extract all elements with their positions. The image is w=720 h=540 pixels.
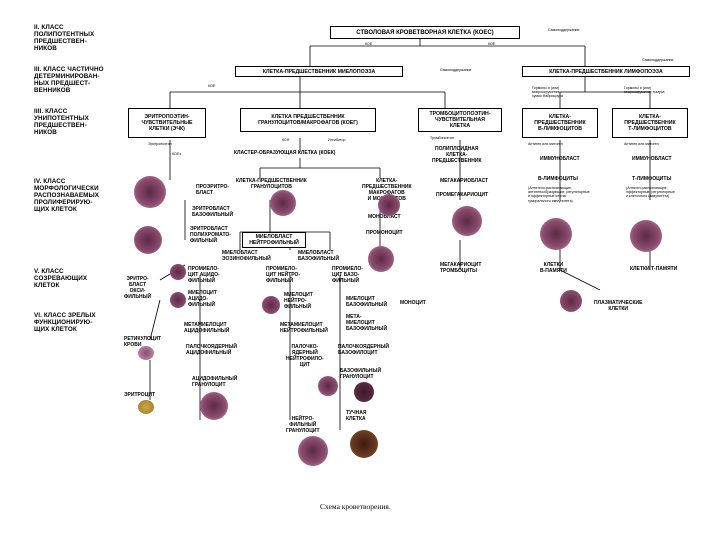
immunoblast-t-label: ИММУНОБЛАСТ [632,156,672,162]
plasma-cells-label: ПЛАЗМАТИЧЕСКИЕ КЛЕТКИ [594,300,643,312]
erythroblast-basophilic-label: ЭРИТРОБЛАСТ БАЗОФИЛЬНЫЙ [192,206,234,218]
koe-note-myelo: КОЕ [208,84,216,88]
acidophilic-granulocyte-cell [200,392,228,420]
plasma-cell [560,290,582,312]
myelocyte-neutrophilic-label: МИЕЛОЦИТ НЕЙТРО- ФИЛЬНЫЙ [284,292,313,310]
erythropoietin-sensitive-box: ЭРИТРОПОЭТИН- ЧУВСТВИТЕЛЬНЫЕ КЛЕТКИ (ЭЧК… [128,108,206,138]
granulocyte-precursor-label: КЛЕТКА-ПРЕДШЕСТВЕННИК ГРАНУЛОЦИТОВ [236,178,307,190]
koe-e-note: КОЕэ [172,152,182,156]
basophilic-granulocyte-cell [354,382,374,402]
koe-note-right: КОЕ [488,42,496,46]
stem-cell-box: СТВОЛОВАЯ КРОВЕТВОРНАЯ КЛЕТКА (КОЕс) [330,26,520,39]
myeloblast-neutrophilic-box: МИЕЛОБЛАСТ НЕЙТРОФИЛЬНЫЙ [242,232,306,248]
acidophilic-granulocyte-label: АЦИДОФИЛЬНЫЙ ГРАНУЛОЦИТ [192,376,238,388]
myelocyte-basophilic-label: МИЕЛОЦИТ БАЗОФИЛЬНЫЙ [346,296,388,308]
t-lymphocyte-function-note: (Антиген-распознающие, эффекторные, регу… [626,186,675,199]
myeloblast-basophilic-label: МИЕЛОБЛАСТ БАЗОФИЛЬНЫЙ [298,250,340,262]
cluster-forming-cell-label: КЛАСТЕР-ОБРАЗУЮЩАЯ КЛЕТКА (КОЕк) [234,150,336,156]
band-neutrophil-cell [318,376,338,396]
megakaryocyte-cell [452,206,482,236]
promyelocyte-neutrophilic-label: ПРОМИЕЛО- ЦИТ НЕЙТРО- ФИЛЬНЫЙ [266,266,301,284]
class-label-unipotent: IIII. КЛАСС УНИПОТЕНТНЫХ ПРЕДШЕСТВЕН- НИ… [34,108,89,136]
b-lymphocyte-cell [540,218,572,250]
hormones-t-note: Гормоны и (или) микроокружение тимуса [624,86,665,95]
proerythroblast-cell [134,176,166,208]
monoblast-label: МОНОБЛАСТ [368,214,401,220]
erythroblast-oxyphilic-label: ЭРИТРО- БЛАСТ ОКСИ- ФИЛЬНЫЙ [124,276,152,300]
myelocyte-acidophilic-label: МИЕЛОЦИТ АЦИДО- ФИЛЬНЫЙ [188,290,217,308]
t-lymphocyte-precursor-box: КЛЕТКА- ПРЕДШЕСТВЕННИК Т-ЛИМФОЦИТОВ [612,108,688,138]
band-acidophilic-label: ПАЛОЧКОЯДЕРНЫЙ АЦИДОФИЛЬНЫЙ [186,344,237,356]
ksf-note: КСФ [282,138,290,142]
t-memory-cells-label: КЛЕТКИ Т-ПАМЯТИ [630,266,678,272]
reticulocyte-cell [138,346,154,360]
promyelocyte-cell [170,292,186,308]
reticulocyte-label: РЕТИКУЛОЦИТ КРОВИ [124,336,162,348]
antigen-b-note: Антиген или митоген [528,142,563,146]
granulocyte-precursor-cell [270,190,296,216]
mast-cell-label: ТУЧНАЯ КЛЕТКА [346,410,367,422]
thrombopoietin-sensitive-box: ТРОМБОЦИТОПОЭТИН- ЧУВСТВИТЕЛЬНАЯ КЛЕТКА [418,108,502,132]
band-basophilic-label: ПАЛОЧКОЯДЕРНЫЙ БАЗОФИЛОЦИТ [338,344,389,356]
t-lymphocyte-cell [630,220,662,252]
erythroblast-cell [134,226,162,254]
self-renewal-note-myelo: Самоподдержание [440,68,472,72]
megakaryocyte-label: МЕГАКАРИОЦИТ ТРОМБОЦИТЫ [440,262,482,274]
t-lymphocytes-label: Т-ЛИМФОЦИТЫ [632,176,672,182]
megakaryoblast-label: МЕГАКАРИОБЛАСТ [440,178,489,184]
inhibitor-note: Ингибитор [328,138,346,142]
class-label-morphologically-recognizable: IV. КЛАСС МОРФОЛОГИЧЕСКИ РАСПОЗНАВАЕМЫХ … [34,178,100,213]
metamyelocyte-basophilic-label: МЕТА- МИЕЛОЦИТ БАЗОФИЛЬНЫЙ [346,314,388,332]
erythrocyte-label: ЭРИТРОЦИТ [124,392,155,398]
thrombopoietin-note: Тромбопоэтин [430,136,454,140]
band-neutrophilic-label: ПАЛОЧКО- ЯДЕРНЫЙ НЕЙТРОФИЛО- ЦИТ [286,344,324,368]
metamyelocyte-acidophilic-label: МЕТАМИЕЛОЦИТ АЦИДОФИЛЬНЫЙ [184,322,230,334]
monoblast-cell [368,246,394,272]
class-label-mature: VI. КЛАСС ЗРЕЛЫХ ФУНКЦИОНИРУЮ- ЩИХ КЛЕТО… [34,312,96,333]
erythroblast-oxyphilic-cell [170,264,186,280]
lymphopoiesis-precursor-box: КЛЕТКА-ПРЕДШЕСТВЕННИК ЛИМФОПОЭЗА [522,66,690,77]
antigen-t-note: Антиген или митоген [624,142,659,146]
hormones-b-note: Гормоны и (или) микроокружение сумки Фаб… [532,86,564,99]
erythrocyte-cell [138,400,154,414]
promegakaryocyte-label: ПРОМЕГАКАРИОЦИТ [436,192,489,198]
figure-caption: Схема кроветворения. [320,502,391,511]
promonocyte-label: ПРОМОНОЦИТ [366,230,403,236]
proerythroblast-label: ПРОЭРИТРО- БЛАСТ [196,184,230,196]
mast-cell [350,430,378,458]
metamyelocyte-neutrophilic-label: МЕТАМИЕЛОЦИТ НЕЙТРОФИЛЬНЫЙ [280,322,328,334]
neutrophilic-granulocyte-label: НЕЙТРО- ФИЛЬНЫЙ ГРАНУЛОЦИТ [286,416,320,434]
neutrophilic-granulocyte-cell [298,436,328,466]
koe-note-left: КОЕ [365,42,373,46]
myeloblast-eosinophilic-label: МИЕЛОБЛАСТ ЭОЗИНОФИЛЬНЫЙ [222,250,271,262]
class-label-partially-determined: III. КЛАСС ЧАСТИЧНО ДЕТЕРМИНИРОВАН- НЫХ … [34,66,104,94]
b-lymphocyte-function-note: (Антитело-распознающие, антителообразующ… [528,186,590,203]
b-memory-cells-label: КЛЕТКИ В-ПАМЯТИ [540,262,567,274]
promyelocyte-basophilic-label: ПРОМИЕЛО- ЦИТ БАЗО- ФИЛЬНЫЙ [332,266,363,284]
class-label-maturing: V. КЛАСС СОЗРЕВАЮЩИХ КЛЕТОК [34,268,88,289]
erythroblast-polychromatophilic-label: ЭРИТРОБЛАСТ ПОЛИХРОМАТО- ФИЛЬНЫЙ [190,226,231,244]
polyploid-precursor-label: ПОЛИПЛОИДНАЯ КЛЕТКА- ПРЕДШЕСТВЕННИК [432,146,482,164]
self-renewal-note-stem: Самоподдержание [548,28,580,32]
b-lymphocytes-label: В-ЛИМФОЦИТЫ [538,176,578,182]
myelopoiesis-precursor-box: КЛЕТКА-ПРЕДШЕСТВЕННИК МИЕЛОПОЭЗА [235,66,403,77]
monocyte-label: МОНОЦИТ [400,300,426,306]
macrophage-precursor-cell [378,194,400,216]
promyelocyte-acidophilic-label: ПРОМИЕЛО- ЦИТ АЦИДО- ФИЛЬНЫЙ [188,266,220,284]
self-renewal-note-lympho: Самоподдержание [642,58,674,62]
erythropoietin-note: Эритропоэтин [148,142,172,146]
immunoblast-b-label: ИММУНОБЛАСТ [540,156,580,162]
granulocyte-macrophage-precursor-box: КЛЕТКА ПРЕДШЕСТВЕННИК ГРАНУЛОЦИТОВ/МАКРО… [240,108,376,132]
b-lymphocyte-precursor-box: КЛЕТКА- ПРЕДШЕСТВЕННИК В-ЛИМФОЦИТОВ [522,108,598,138]
basophilic-granulocyte-label: БАЗОФИЛЬНЫЙ ГРАНУЛОЦИТ [340,368,382,380]
myelocyte-cell [262,296,280,314]
class-label-polypotent: II. КЛАСС ПОЛИПОТЕНТНЫХ ПРЕДШЕСТВЕН- НИК… [34,24,95,52]
